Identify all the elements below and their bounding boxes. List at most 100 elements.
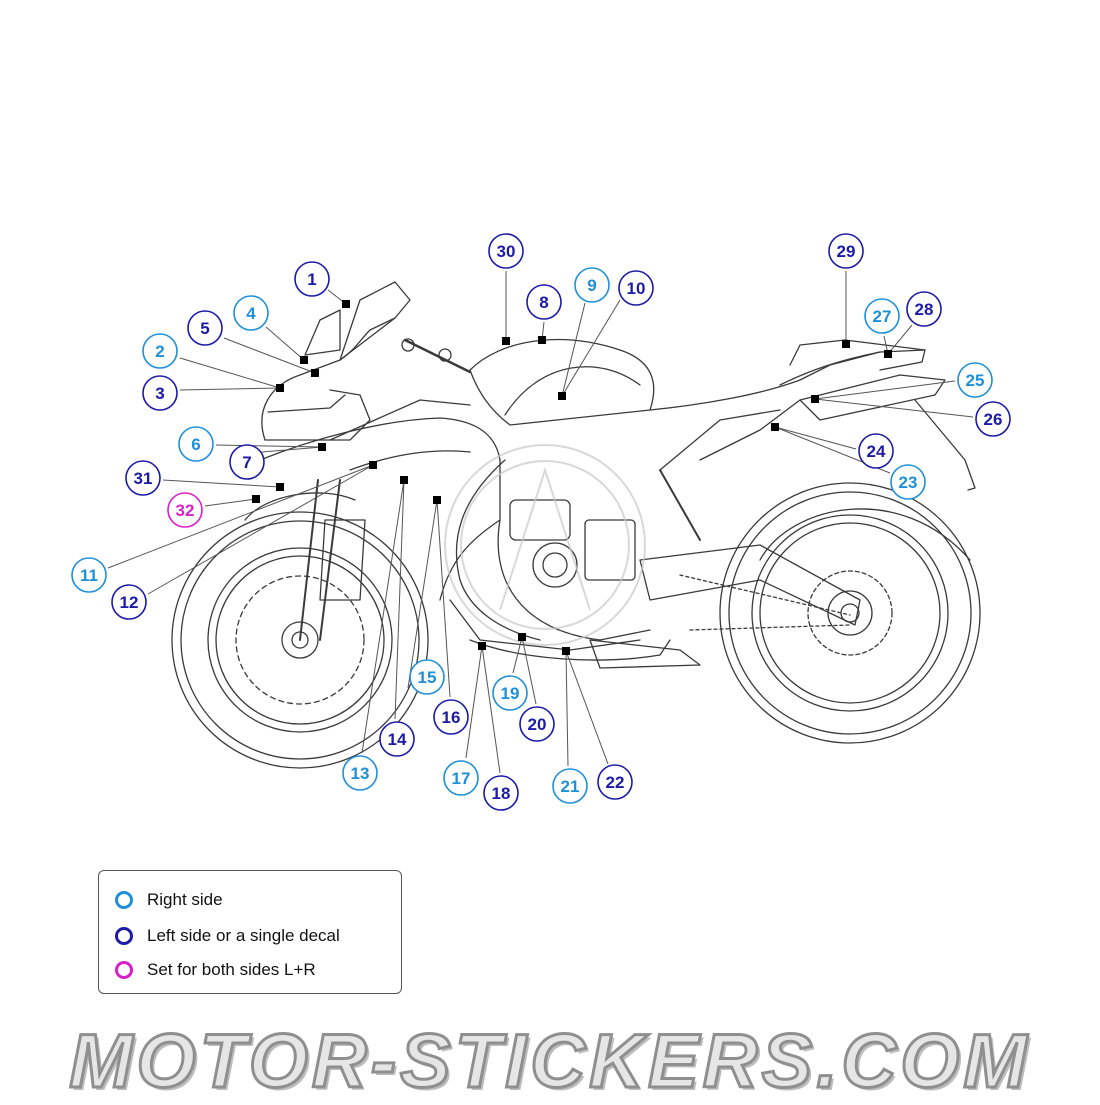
front-fender (244, 492, 356, 521)
callout-28: 28 (906, 291, 942, 327)
callout-circle-6 (178, 426, 214, 462)
callout-32: 32 (167, 492, 203, 528)
callout-12: 12 (111, 584, 147, 620)
fuel-tank (469, 339, 655, 426)
leader-line-9 (561, 302, 586, 397)
leader-line-17 (465, 645, 483, 759)
decal-marker-6 (318, 443, 326, 451)
legend-label-both: Set for both sides L+R (147, 960, 316, 979)
rear-hugger (759, 508, 971, 561)
callout-circle-23 (890, 464, 926, 500)
callout-5: 5 (187, 310, 223, 346)
handlebar (403, 338, 472, 374)
decal-marker-17 (478, 642, 486, 650)
callout-circle-18 (483, 775, 519, 811)
nose-fairing (261, 317, 396, 441)
callout-circle-24 (858, 433, 894, 469)
callout-circle-21 (552, 768, 588, 804)
callout-circle-28 (906, 291, 942, 327)
leader-line-20 (521, 636, 537, 705)
decal-marker-21 (562, 647, 570, 655)
exhaust (589, 639, 701, 669)
leader-line-13 (361, 479, 405, 754)
callout-18: 18 (483, 775, 519, 811)
decal-marker-11 (369, 461, 377, 469)
callout-circle-3 (142, 375, 178, 411)
decal-marker-4 (300, 356, 308, 364)
decal-marker-25 (811, 395, 819, 403)
callout-circle-14 (379, 721, 415, 757)
callout-number-9: 9 (587, 276, 596, 295)
callout-circle-5 (187, 310, 223, 346)
callout-number-12: 12 (120, 593, 139, 612)
callout-number-18: 18 (492, 784, 511, 803)
callout-8: 8 (526, 284, 562, 320)
callout-circle-8 (526, 284, 562, 320)
decal-marker-5 (311, 369, 319, 377)
aprilia-logo-watermark (444, 444, 646, 646)
callout-2: 2 (142, 333, 178, 369)
callout-number-24: 24 (867, 442, 886, 461)
license-bracket (914, 399, 976, 491)
callout-26: 26 (975, 401, 1011, 437)
motorcycle-outline (171, 281, 981, 769)
callout-circle-30 (488, 233, 524, 269)
callout-number-26: 26 (984, 410, 1003, 429)
callout-25: 25 (957, 362, 993, 398)
callout-number-15: 15 (418, 668, 437, 687)
legend-item-right: Right side (115, 887, 223, 913)
decal-marker-1 (342, 300, 350, 308)
callout-number-7: 7 (242, 453, 251, 472)
callout-circle-17 (443, 760, 479, 796)
callout-23: 23 (890, 464, 926, 500)
callout-circle-31 (125, 460, 161, 496)
callout-number-6: 6 (191, 435, 200, 454)
callout-number-30: 30 (497, 242, 516, 261)
leader-line-6 (215, 444, 323, 448)
callout-14: 14 (379, 721, 415, 757)
side-fairing (259, 417, 501, 601)
leader-line-28 (887, 324, 913, 355)
callout-24: 24 (858, 433, 894, 469)
leader-line-21 (565, 650, 569, 767)
decal-marker-31 (276, 483, 284, 491)
callout-number-8: 8 (539, 293, 548, 312)
callout-circle-2 (142, 333, 178, 369)
callout-3: 3 (142, 375, 178, 411)
callout-1: 1 (294, 261, 330, 297)
callout-number-13: 13 (351, 764, 370, 783)
callout-number-19: 19 (501, 684, 520, 703)
engine (449, 499, 651, 651)
front-fork (299, 479, 319, 641)
leader-line-7 (261, 446, 323, 453)
callout-circle-25 (957, 362, 993, 398)
callout-circle-26 (975, 401, 1011, 437)
left-side-swatch-icon (115, 927, 133, 945)
tail-section (789, 339, 926, 366)
callout-circle-22 (597, 764, 633, 800)
rear-wheel (719, 482, 981, 744)
leader-line-26 (814, 398, 974, 418)
callout-number-1: 1 (307, 270, 316, 289)
both-sides-swatch-icon (115, 961, 133, 979)
callout-number-23: 23 (899, 473, 918, 492)
callout-circle-27 (864, 298, 900, 334)
leader-line-14 (394, 479, 405, 720)
decal-marker-30 (502, 337, 510, 345)
leader-line-19 (512, 636, 523, 674)
callout-circle-15 (409, 659, 445, 695)
callout-17: 17 (443, 760, 479, 796)
decal-marker-13 (400, 476, 408, 484)
callout-circle-29 (828, 233, 864, 269)
callout-circle-1 (294, 261, 330, 297)
callout-number-10: 10 (627, 279, 646, 298)
callout-circle-9 (574, 267, 610, 303)
decal-marker-19 (518, 633, 526, 641)
chain (689, 624, 851, 631)
callout-circle-19 (492, 675, 528, 711)
callout-circle-10 (618, 270, 654, 306)
site-watermark: MOTOR-STICKERS.COM (68, 1018, 1031, 1105)
callout-leaders (107, 271, 974, 774)
